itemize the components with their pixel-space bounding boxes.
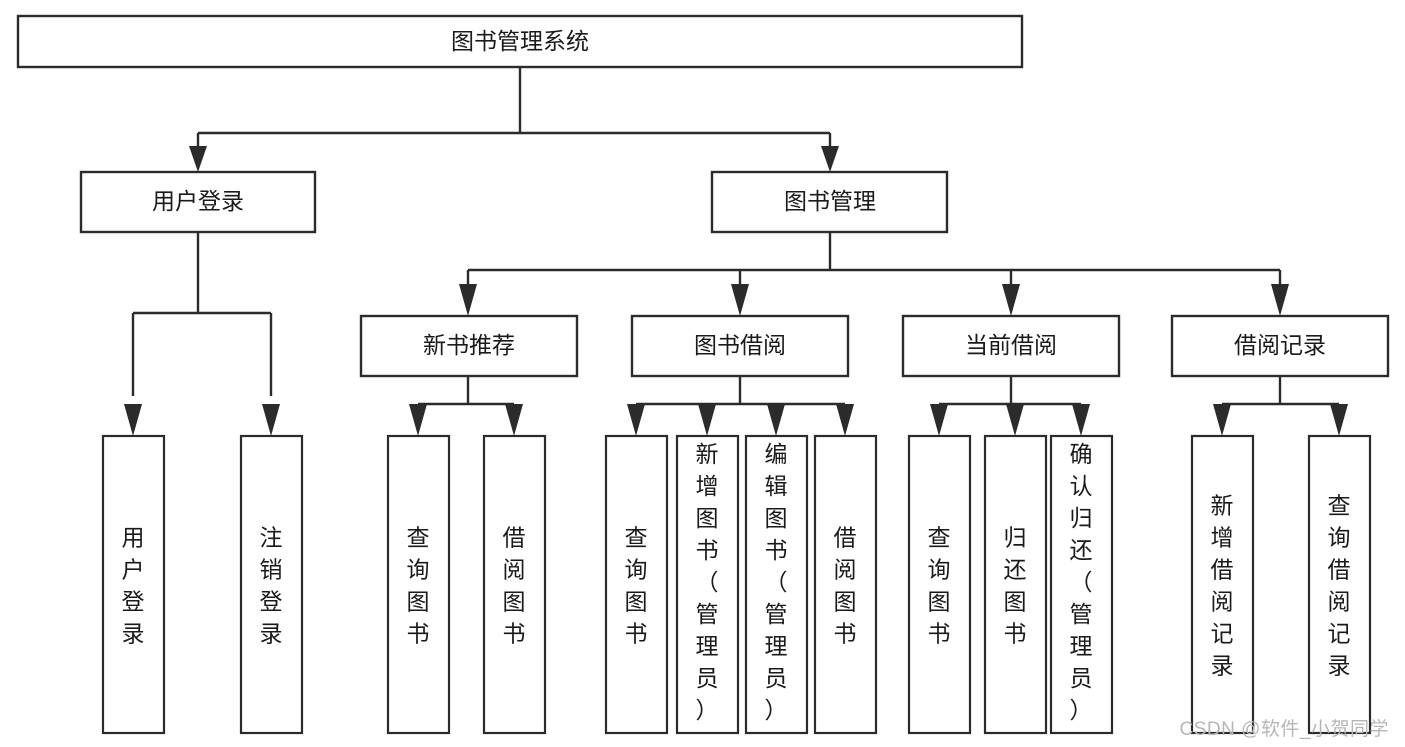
node-current-borrow-box[interactable] <box>901 314 1121 378</box>
node-leaf-user-login-box[interactable] <box>101 434 166 735</box>
arrowhead-to-book-manage <box>821 146 839 172</box>
node-leaf-add-book-label: 新增图书（管理员） <box>696 441 719 723</box>
node-leaf-query-book-2-box[interactable] <box>604 434 669 735</box>
csdn-watermark: CSDN @软件_小贺同学 <box>1179 719 1389 740</box>
node-current-borrow[interactable]: 当前借阅 <box>901 314 1121 378</box>
node-book-manage-box[interactable] <box>710 170 949 234</box>
node-book-borrow-label: 图书借阅 <box>694 332 786 358</box>
arrowhead-to-new-book-rec <box>459 284 477 316</box>
arrowhead-to-borrow-record <box>1271 284 1289 316</box>
connector-layer <box>124 67 1348 436</box>
arrowhead-to-leaf-query-book-1 <box>409 404 427 436</box>
node-new-book-rec-box[interactable] <box>359 314 579 378</box>
arrowhead-to-leaf-add-book <box>698 404 716 436</box>
arrowhead-to-leaf-return-book <box>1006 404 1024 436</box>
arrowhead-to-leaf-borrow-book-2 <box>836 404 854 436</box>
node-leaf-confirm-return[interactable]: 确认归还（管理员） <box>1049 434 1114 735</box>
node-leaf-user-login-label: 用户登录 <box>122 524 145 646</box>
node-leaf-logout-label: 注销登录 <box>260 524 283 646</box>
link-book-manage-to-bus <box>466 232 1282 290</box>
node-user-login-label: 用户登录 <box>152 188 244 214</box>
arrowhead-to-leaf-query-record <box>1330 404 1348 436</box>
node-leaf-edit-book-label: 编辑图书（管理员） <box>765 441 788 723</box>
link-root-to-bus <box>196 67 832 152</box>
arrowhead-to-leaf-edit-book <box>767 404 785 436</box>
node-leaf-borrow-book-2-label: 借阅图书 <box>834 524 857 646</box>
node-leaf-query-record-box[interactable] <box>1307 434 1372 735</box>
node-leaf-add-record[interactable]: 新增借阅记录 <box>1190 434 1255 735</box>
arrowhead-to-leaf-borrow-book-1 <box>505 404 523 436</box>
arrowhead-to-leaf-query-book-2 <box>627 404 645 436</box>
node-new-book-rec[interactable]: 新书推荐 <box>359 314 579 378</box>
link-current-borrow-to-bus <box>939 376 1081 406</box>
arrowhead-to-user-login <box>189 146 207 172</box>
node-leaf-logout-box[interactable] <box>239 434 304 735</box>
node-user-login-box[interactable] <box>79 170 317 234</box>
node-leaf-query-book-1-box[interactable] <box>386 434 451 735</box>
arrowhead-to-book-borrow <box>731 284 749 316</box>
node-leaf-add-book-box[interactable] <box>675 434 740 735</box>
node-root-box[interactable] <box>16 14 1024 69</box>
node-new-book-rec-label: 新书推荐 <box>423 332 515 358</box>
node-leaf-return-book[interactable]: 归还图书 <box>983 434 1048 735</box>
node-leaf-edit-book[interactable]: 编辑图书（管理员） <box>744 434 809 735</box>
node-borrow-record-label: 借阅记录 <box>1234 332 1326 358</box>
node-leaf-edit-book-box[interactable] <box>744 434 809 735</box>
link-book-borrow-to-bus <box>636 376 845 406</box>
node-leaf-add-record-label: 新增借阅记录 <box>1211 492 1234 678</box>
node-leaf-confirm-return-box[interactable] <box>1049 434 1114 735</box>
node-leaf-borrow-book-1-label: 借阅图书 <box>503 524 526 646</box>
arrowhead-to-leaf-add-record <box>1213 404 1231 436</box>
node-leaf-query-book-1[interactable]: 查询图书 <box>386 434 451 735</box>
node-leaf-return-book-box[interactable] <box>983 434 1048 735</box>
node-leaf-query-book-3-label: 查询图书 <box>928 524 951 646</box>
node-leaf-query-record[interactable]: 查询借阅记录 <box>1307 434 1372 735</box>
arrowhead-to-leaf-user-login <box>124 404 142 436</box>
node-leaf-borrow-book-2[interactable]: 借阅图书 <box>813 434 878 735</box>
arrowhead-to-leaf-query-book-3 <box>930 404 948 436</box>
node-layer: 图书管理系统 用户登录 图书管理 新书推荐 图书借阅 <box>16 14 1390 735</box>
node-leaf-query-book-2[interactable]: 查询图书 <box>604 434 669 735</box>
node-leaf-add-book[interactable]: 新增图书（管理员） <box>675 434 740 735</box>
node-leaf-add-record-box[interactable] <box>1190 434 1255 735</box>
node-leaf-query-book-3-box[interactable] <box>907 434 972 735</box>
node-leaf-confirm-return-label: 确认归还（管理员） <box>1070 441 1093 723</box>
node-root-label: 图书管理系统 <box>451 28 589 54</box>
node-leaf-query-book-2-label: 查询图书 <box>625 524 648 646</box>
arrowhead-to-leaf-logout <box>262 404 280 436</box>
node-book-borrow-box[interactable] <box>630 314 850 378</box>
node-leaf-query-book-1-label: 查询图书 <box>407 524 430 646</box>
link-new-book-rec-to-bus <box>416 376 516 412</box>
link-borrow-record-to-bus <box>1222 376 1339 406</box>
node-leaf-user-login[interactable]: 用户登录 <box>101 434 166 735</box>
node-book-borrow[interactable]: 图书借阅 <box>630 314 850 378</box>
node-borrow-record-box[interactable] <box>1170 314 1390 378</box>
node-leaf-logout[interactable]: 注销登录 <box>239 434 304 735</box>
link-user-login-to-bus <box>131 232 273 396</box>
node-borrow-record[interactable]: 借阅记录 <box>1170 314 1390 378</box>
node-leaf-borrow-book-1-box[interactable] <box>482 434 547 735</box>
node-user-login[interactable]: 用户登录 <box>79 170 317 234</box>
node-book-manage-label: 图书管理 <box>784 188 876 214</box>
node-leaf-query-record-label: 查询借阅记录 <box>1328 492 1351 678</box>
node-book-manage[interactable]: 图书管理 <box>710 170 949 234</box>
node-leaf-return-book-label: 归还图书 <box>1004 524 1027 646</box>
node-leaf-query-book-3[interactable]: 查询图书 <box>907 434 972 735</box>
arrowhead-to-leaf-confirm-return <box>1072 404 1090 436</box>
node-leaf-borrow-book-1[interactable]: 借阅图书 <box>482 434 547 735</box>
arrowhead-to-current-borrow <box>1002 284 1020 316</box>
node-leaf-borrow-book-2-box[interactable] <box>813 434 878 735</box>
node-current-borrow-label: 当前借阅 <box>965 332 1057 358</box>
node-root[interactable]: 图书管理系统 <box>16 14 1024 69</box>
